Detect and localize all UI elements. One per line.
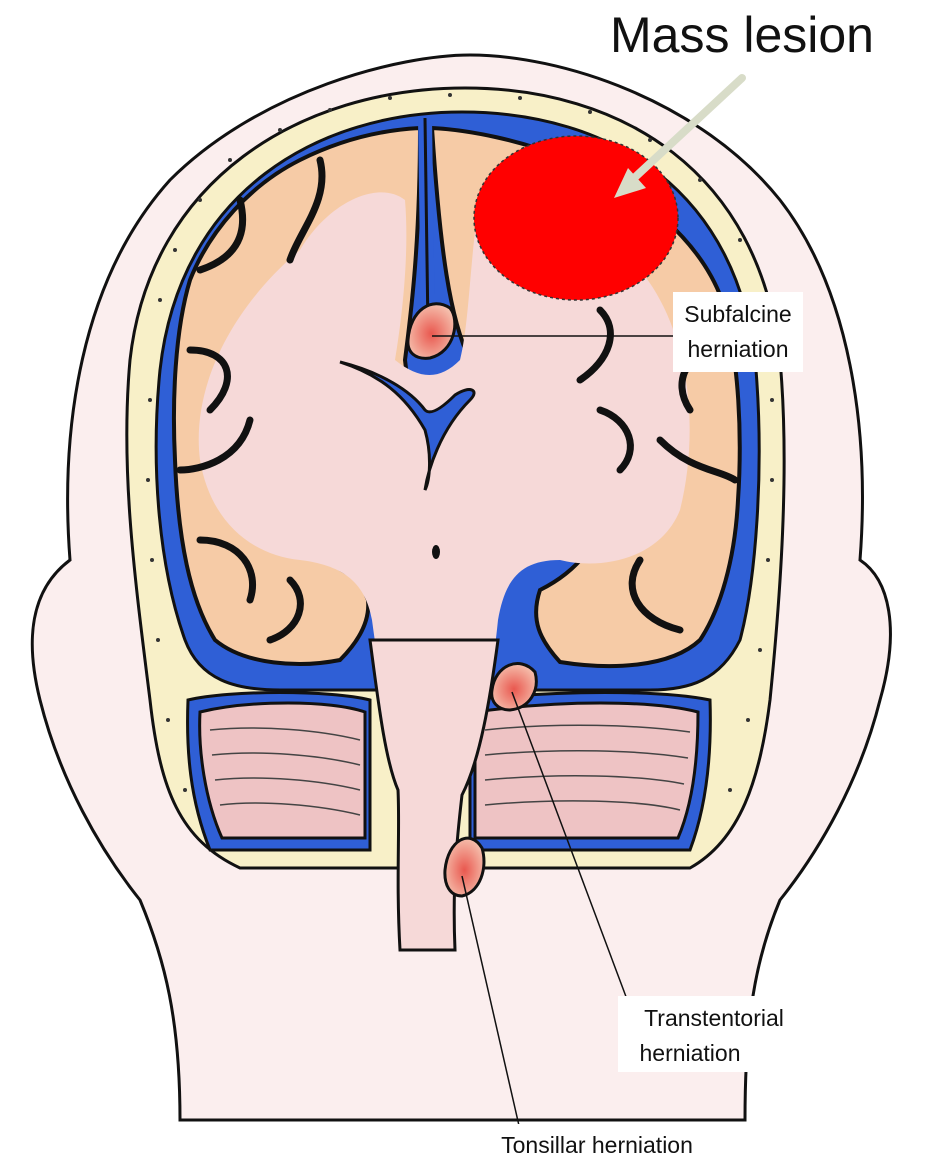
mass-lesion-title: Mass lesion bbox=[610, 7, 874, 63]
transtentorial-label-line2: herniation bbox=[639, 1040, 740, 1066]
tonsillar-label: Tonsillar herniation bbox=[501, 1132, 693, 1158]
subfalcine-label-line2: herniation bbox=[687, 336, 788, 362]
subfalcine-label-line1: Subfalcine bbox=[684, 301, 791, 327]
cerebellum-left bbox=[200, 703, 365, 838]
cerebellum-right bbox=[475, 703, 698, 838]
transtentorial-label-line1: Transtentorial bbox=[644, 1005, 784, 1031]
third-ventricle bbox=[432, 545, 440, 559]
